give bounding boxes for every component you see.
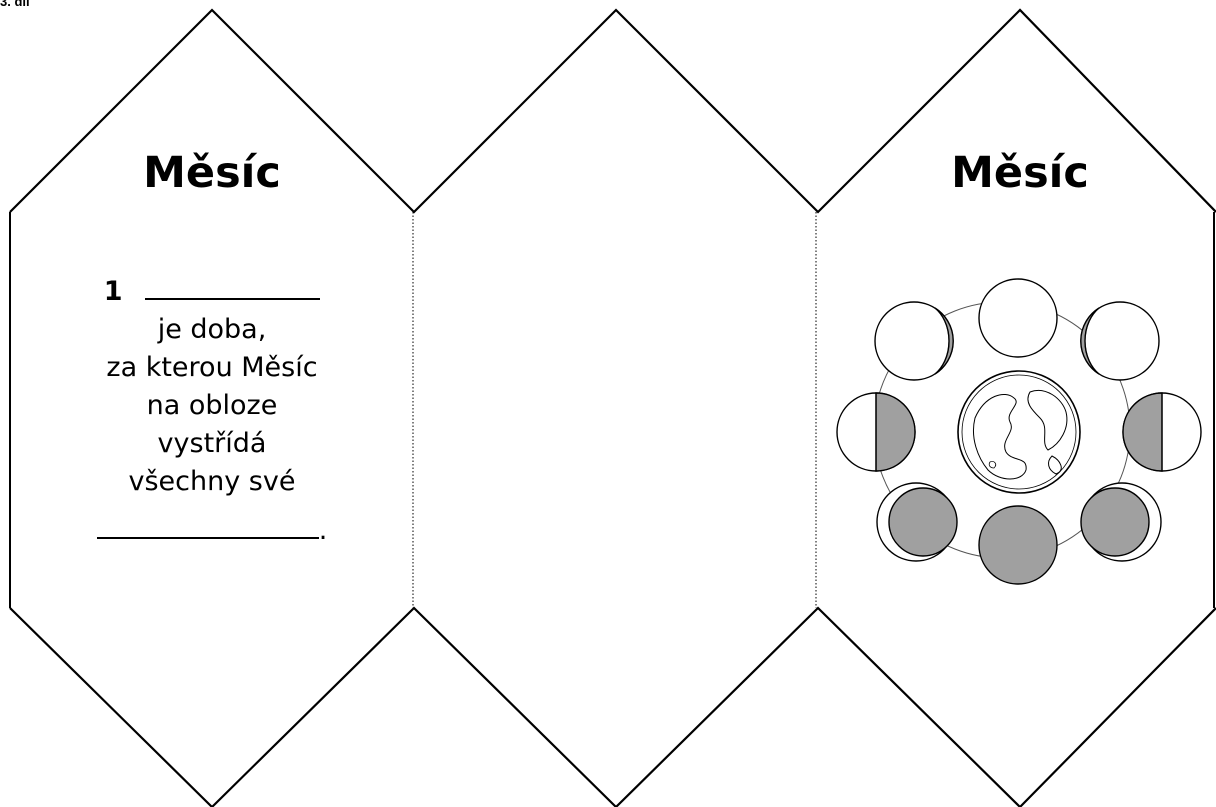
moon-phase-last-quarter (837, 393, 915, 471)
panel-1-number: 1 (104, 276, 123, 307)
answer-blank-2[interactable] (97, 507, 319, 539)
earth-icon (958, 371, 1080, 493)
panel-1-title: Měsíc (62, 148, 362, 198)
panel-1-line: všechny své (22, 463, 402, 501)
panel-1-line: za kterou Měsíc (22, 349, 402, 387)
answer-blank-1[interactable] (145, 268, 320, 300)
moon-phase-waxing-crescent (1081, 483, 1161, 561)
moon-phase-waning-gibbous (875, 302, 953, 380)
panel-1-line: vystřídá (22, 425, 402, 463)
moon-phases-diagram (837, 279, 1201, 584)
panel-3-title: Měsíc (870, 148, 1170, 198)
panel-1-line: je doba, (22, 311, 402, 349)
panel-1-body: 1 je doba, za kterou Měsíc na obloze vys… (22, 268, 402, 550)
bottom-edge (10, 608, 1216, 807)
moon-phase-waning-crescent (877, 483, 957, 561)
panel-1-answer-line: . (22, 507, 402, 550)
moon-phase-full (979, 279, 1057, 357)
panel-1-number-line: 1 (22, 268, 402, 311)
moon-phase-new (979, 506, 1057, 584)
moon-phase-waxing-gibbous (1081, 302, 1159, 380)
end-punctuation: . (319, 515, 328, 546)
moon-phase-first-quarter (1123, 393, 1201, 471)
panel-1-line: na obloze (22, 387, 402, 425)
